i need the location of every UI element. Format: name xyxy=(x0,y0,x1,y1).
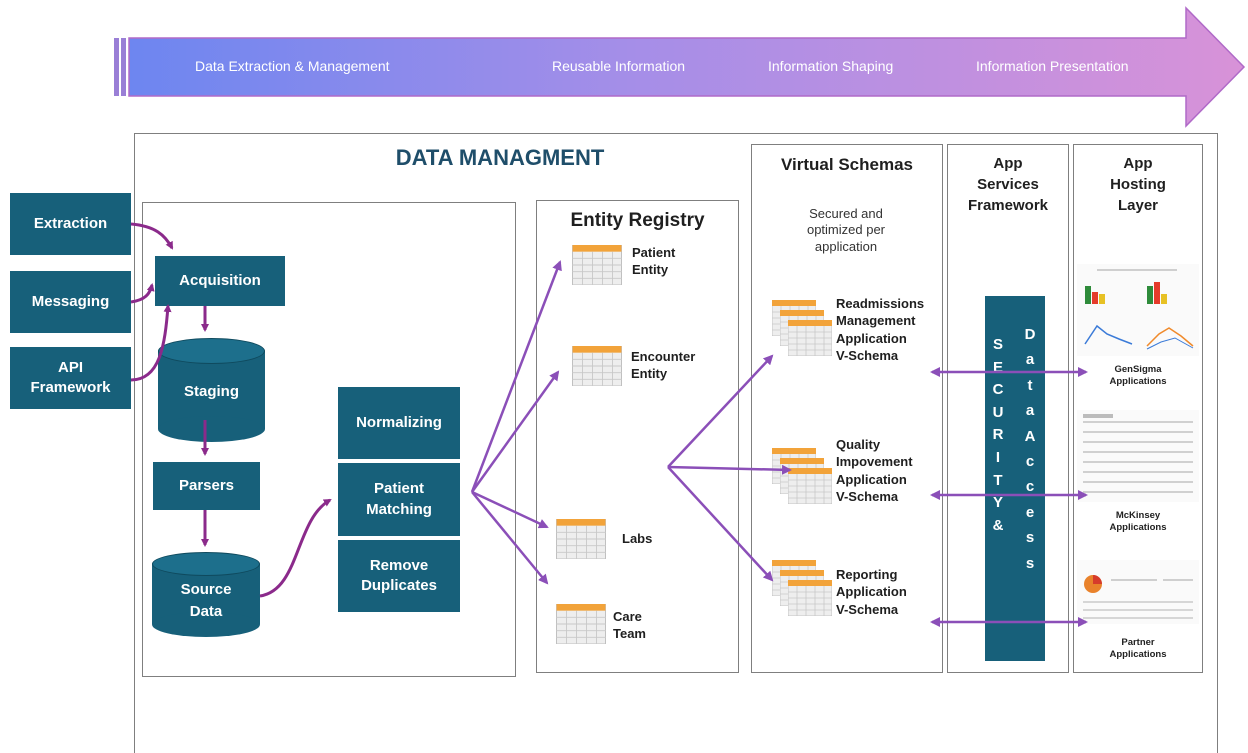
security-letter: T xyxy=(993,471,1003,489)
stage-reusable-information: Reusable Information xyxy=(552,58,686,74)
extraction-box: Extraction xyxy=(10,193,131,255)
staging-cylinder: Staging xyxy=(158,338,265,442)
gensigma-dashboard-thumbnail xyxy=(1077,264,1199,356)
data-access-letter: c xyxy=(1025,453,1035,471)
security-letter: & xyxy=(992,516,1004,534)
labs-table-icon xyxy=(556,519,606,559)
staging-label: Staging xyxy=(184,383,239,400)
readmissions-schema-icon xyxy=(772,300,832,360)
patient-entity-label: Patient Entity xyxy=(632,245,676,278)
partner-dashboard-thumbnail xyxy=(1077,560,1199,624)
data-access-letter: D xyxy=(1024,326,1036,343)
data-access-letter: a xyxy=(1025,402,1035,420)
data-access-letter: e xyxy=(1025,503,1035,521)
app-services-title: App Services Framework xyxy=(967,155,1049,214)
labs-label: Labs xyxy=(622,531,653,546)
normalizing-box: Normalizing xyxy=(338,387,460,459)
data-access-letter: s xyxy=(1025,529,1035,547)
quality-schema-icon xyxy=(772,448,832,508)
process-banner-arrow xyxy=(114,6,1246,128)
encounter-entity-table-icon xyxy=(572,346,622,386)
security-letter: R xyxy=(992,426,1004,444)
parsers-box: Parsers xyxy=(153,462,260,510)
messaging-box: Messaging xyxy=(10,271,131,333)
reporting-schema-label: Reporting Application V-Schema xyxy=(836,567,907,617)
stage-information-presentation: Information Presentation xyxy=(976,58,1129,74)
data-access-letter: a xyxy=(1025,351,1035,369)
care-team-label: Care Team xyxy=(613,609,646,642)
app-hosting-title: App Hosting Layer xyxy=(1110,155,1166,214)
encounter-entity-label: Encounter Entity xyxy=(631,349,696,382)
data-access-letter: t xyxy=(1027,376,1033,394)
virtual-schemas-title: Virtual Schemas xyxy=(781,155,913,174)
patient-entity-table-icon xyxy=(572,245,622,285)
security-letter: I xyxy=(995,448,1001,466)
security-letter: S xyxy=(992,336,1003,353)
data-access-letter: c xyxy=(1025,478,1035,496)
security-letter: Y xyxy=(992,494,1003,512)
patient-matching-box: Patient Matching xyxy=(338,463,460,536)
partner-applications-label: Partner Applications xyxy=(1109,637,1167,661)
security-letter: U xyxy=(992,403,1004,421)
remove-duplicates-box: Remove Duplicates xyxy=(338,540,460,612)
quality-schema-label: Quality Impovement Application V-Schema xyxy=(836,437,913,504)
data-access-letter: A xyxy=(1024,427,1036,445)
data-management-title: DATA MANAGMENT xyxy=(395,145,605,170)
security-letter: E xyxy=(992,358,1003,376)
source-data-cylinder: Source Data xyxy=(152,552,260,637)
gensigma-applications-label: GenSigma Applications xyxy=(1109,364,1167,388)
security-letter: C xyxy=(992,381,1004,399)
virtual-schemas-subtitle: Secured and optimized per application xyxy=(806,206,886,254)
readmissions-schema-label: Readmissions Management Application V-Sc… xyxy=(836,296,925,363)
source-data-label: Source Data xyxy=(180,581,232,620)
acquisition-box: Acquisition xyxy=(155,256,285,306)
mckinsey-table-thumbnail xyxy=(1077,410,1199,502)
data-access-letter: s xyxy=(1025,554,1035,572)
care-team-table-icon xyxy=(556,604,606,644)
stage-extraction-management: Data Extraction & Management xyxy=(195,58,390,74)
api-framework-box: API Framework xyxy=(10,347,131,409)
entity-registry-title: Entity Registry xyxy=(570,210,705,231)
mckinsey-applications-label: McKinsey Applications xyxy=(1109,510,1167,534)
reporting-schema-icon xyxy=(772,560,832,620)
stage-information-shaping: Information Shaping xyxy=(768,58,894,74)
security-data-access-bar xyxy=(985,296,1045,661)
